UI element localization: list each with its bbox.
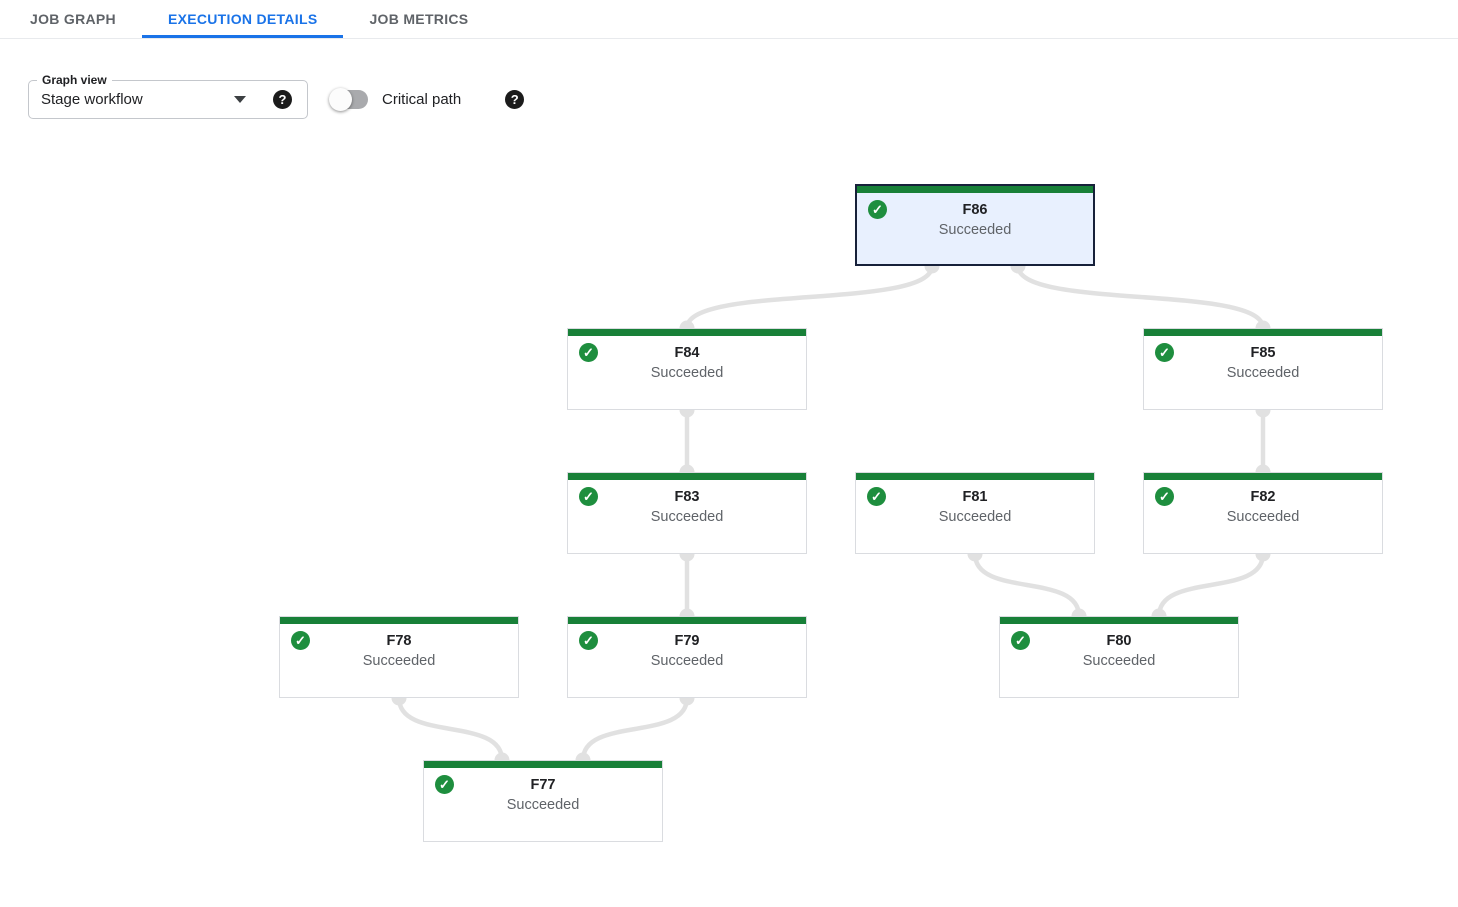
success-check-icon: ✓ [579,343,598,362]
edge-F86-F84 [684,265,935,329]
stage-node-status: Succeeded [938,222,1012,238]
stage-node-status: Succeeded [506,797,580,813]
tab-job-graph[interactable]: JOB GRAPH [30,11,116,27]
success-check-icon: ✓ [1155,487,1174,506]
status-bar [1144,473,1382,480]
tab-job-metrics[interactable]: JOB METRICS [369,11,469,27]
graph-view-help-icon[interactable]: ? [273,90,292,109]
status-bar [280,617,518,624]
stage-node-title: F82 [1250,489,1276,505]
status-bar [424,761,662,768]
status-bar [857,186,1093,193]
success-check-icon: ✓ [435,775,454,794]
success-check-icon: ✓ [291,631,310,650]
stage-node-title: F83 [674,489,700,505]
tab-bar: JOB GRAPH EXECUTION DETAILS JOB METRICS [0,0,1458,39]
toggle-knob [329,88,352,111]
graph-view-value: Stage workflow [41,91,143,108]
critical-path-control: Critical path ? [329,88,525,111]
stage-node-status: Succeeded [650,509,724,525]
stage-node-status: Succeeded [1082,653,1156,669]
success-check-icon: ✓ [1155,343,1174,362]
stage-node-status: Succeeded [938,509,1012,525]
stage-node-title: F79 [674,633,700,649]
critical-path-toggle[interactable] [329,88,368,111]
status-bar [856,473,1094,480]
success-check-icon: ✓ [579,487,598,506]
stage-node-title: F86 [962,202,988,218]
status-bar [568,617,806,624]
success-check-icon: ✓ [1011,631,1030,650]
critical-path-label: Critical path [382,91,462,108]
graph-view-select[interactable]: Graph view Stage workflow ? [28,72,308,119]
status-bar [1144,329,1382,336]
success-check-icon: ✓ [868,200,887,219]
edge-F81-F80 [972,553,1082,617]
stage-node-status: Succeeded [1226,509,1300,525]
success-check-icon: ✓ [867,487,886,506]
graph-view-label: Graph view [37,72,112,88]
status-bar [568,329,806,336]
tab-execution-details[interactable]: EXECUTION DETAILS [141,0,344,38]
edge-F78-F77 [396,697,505,761]
stage-node-title: F84 [674,345,700,361]
stage-node-status: Succeeded [1226,365,1300,381]
success-check-icon: ✓ [579,631,598,650]
stage-node-status: Succeeded [650,365,724,381]
edge-F82-F80 [1156,553,1266,617]
chevron-down-icon [234,96,246,103]
stage-node-status: Succeeded [650,653,724,669]
edge-F86-F85 [1015,265,1266,329]
stage-node-status: Succeeded [362,653,436,669]
stage-node-title: F77 [530,777,556,793]
edge-F79-F77 [580,697,690,761]
graph-controls: Graph view Stage workflow ? Critical pat… [28,72,525,119]
status-bar [568,473,806,480]
status-bar [1000,617,1238,624]
stage-node-title: F78 [386,633,412,649]
stage-node-title: F85 [1250,345,1276,361]
stage-node-title: F81 [962,489,988,505]
critical-path-help-icon[interactable]: ? [505,90,525,109]
stage-node-title: F80 [1106,633,1132,649]
